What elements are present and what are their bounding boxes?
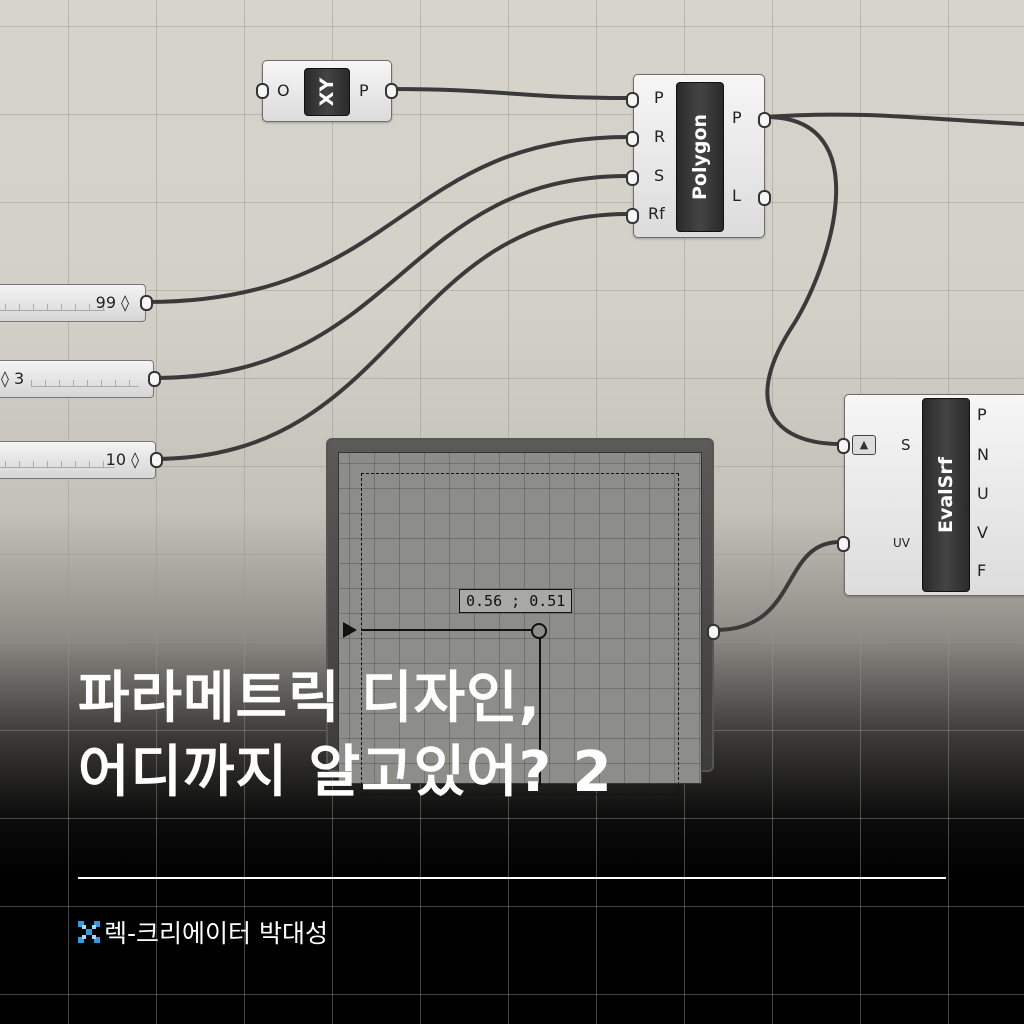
title-line-1: 파라메트릭 디자인, — [78, 666, 541, 731]
evalsrf-component[interactable]: ▲ S UV EvalSrf P N U V F — [837, 394, 1024, 596]
wire-mdslider-to-evalsrf-uv — [715, 540, 841, 632]
polygon-input-label-s: S — [654, 166, 665, 185]
slider-value: 10 ◊ — [105, 450, 139, 469]
slider-track — [31, 380, 139, 387]
wire-xy-to-polygon-p — [391, 87, 629, 100]
reparameterize-icon[interactable]: ▲ — [852, 435, 876, 455]
evalsrf-label-block: EvalSrf — [922, 398, 970, 592]
polygon-output-port-p[interactable] — [758, 112, 771, 128]
slider-output-port[interactable] — [148, 371, 161, 387]
md-slider-horizontal-line — [361, 629, 537, 631]
slider-output-port[interactable] — [150, 452, 163, 468]
md-slider-output-port[interactable] — [707, 624, 720, 640]
md-slider-readout: 0.56 ; 0.51 — [459, 589, 573, 613]
polygon-component[interactable]: P R S Rf Polygon P L — [626, 74, 771, 238]
number-slider-fillet[interactable]: 10 ◊ — [0, 441, 163, 479]
polygon-output-port-l[interactable] — [758, 190, 771, 206]
polygon-input-port-r[interactable] — [626, 131, 639, 147]
page-title: 파라메트릭 디자인, 어디까지 알고있어? 2 — [78, 662, 958, 810]
xy-label-block: XY — [304, 68, 350, 116]
polygon-input-port-s[interactable] — [626, 170, 639, 186]
xy-input-port[interactable] — [256, 83, 269, 99]
evalsrf-label: EvalSrf — [935, 456, 957, 534]
wire-polygon-p-to-right — [765, 112, 1024, 126]
polygon-input-label-r: R — [654, 127, 666, 146]
xy-input-label: O — [277, 81, 290, 100]
evalsrf-output-label-n: N — [977, 445, 989, 464]
evalsrf-input-port-s[interactable] — [837, 438, 850, 454]
polygon-input-port-p[interactable] — [626, 92, 639, 108]
polygon-output-label-p: P — [732, 108, 742, 127]
polygon-label: Polygon — [689, 113, 711, 201]
slider-value: ◊ 3 — [1, 369, 25, 388]
xy-plane-component[interactable]: O XY P — [256, 60, 398, 122]
xy-output-port[interactable] — [385, 83, 398, 99]
md-slider-arrow-icon — [343, 622, 357, 638]
md-slider-component[interactable]: 0.56 ; 0.51 — [326, 438, 720, 795]
xy-output-label: P — [359, 81, 369, 100]
md-slider-field[interactable]: 0.56 ; 0.51 — [338, 452, 702, 795]
wire-slider-radius-to-polygon-r — [147, 135, 629, 304]
evalsrf-output-label-p: P — [977, 405, 987, 424]
evalsrf-output-label-u: U — [977, 484, 989, 503]
wire-polygon-p-to-evalsrf-s — [765, 115, 841, 446]
wire-slider-segments-to-polygon-s — [153, 174, 629, 380]
author-byline: 렉-크리에이터 박대성 — [104, 919, 328, 948]
evalsrf-input-port-uv[interactable] — [837, 536, 850, 552]
number-slider-segments[interactable]: ◊ 3 — [0, 360, 161, 398]
title-line-2: 어디까지 알고있어? 2 — [78, 740, 613, 805]
polygon-label-block: Polygon — [676, 82, 724, 232]
evalsrf-input-label-s: S — [901, 436, 911, 454]
brand-logo-icon — [78, 921, 100, 943]
md-slider-bounds — [361, 473, 679, 795]
xy-label: XY — [315, 77, 338, 107]
number-slider-radius[interactable]: 99 ◊ — [0, 284, 153, 322]
slider-track — [0, 461, 115, 468]
evalsrf-input-label-uv: UV — [893, 536, 910, 550]
polygon-input-label-p: P — [654, 88, 664, 107]
divider — [78, 877, 946, 879]
slider-value: 99 ◊ — [95, 293, 129, 312]
md-slider-vertical-line — [539, 635, 541, 785]
polygon-output-label-l: L — [732, 186, 741, 205]
evalsrf-output-label-v: V — [977, 523, 988, 542]
polygon-input-port-rf[interactable] — [626, 208, 639, 224]
polygon-input-label-rf: Rf — [648, 204, 665, 223]
md-slider-handle[interactable] — [531, 623, 547, 639]
wire-slider-fillet-to-polygon-rf — [153, 212, 629, 461]
evalsrf-output-label-f: F — [977, 561, 987, 580]
slider-output-port[interactable] — [140, 295, 153, 311]
slider-track — [0, 304, 105, 311]
